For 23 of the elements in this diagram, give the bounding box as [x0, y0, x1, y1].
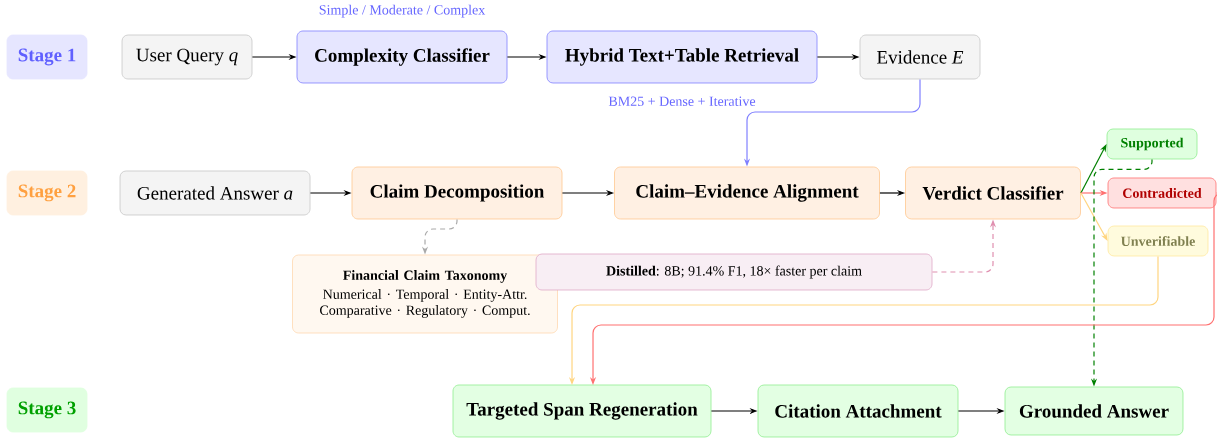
note-box: Distilled: 8B; 91.4% F1, 18× faster per claim — [535, 253, 933, 291]
input-box: User Query q — [121, 34, 253, 80]
info-box: Financial Claim Taxonomy Numerical · Temporal · Entity-Attr. Comparative · Regulatory · Comput. — [292, 254, 558, 334]
process-box: Verdict Classifier — [905, 166, 1081, 220]
process-box: Claim Decomposition — [351, 166, 563, 220]
stage-label: Stage 2 — [6, 170, 88, 216]
process-box: Hybrid Text+Table Retrieval — [546, 30, 818, 84]
stage-label: Stage 3 — [6, 387, 88, 433]
verdict-box: Unverifiable — [1107, 225, 1209, 257]
arrow — [1080, 192, 1108, 241]
stage-label: Stage 1 — [6, 34, 88, 80]
input-box: Generated Answer a — [119, 170, 311, 216]
arrow — [1080, 144, 1107, 194]
process-box: Claim–Evidence Alignment — [614, 166, 880, 220]
output-box: Evidence E — [859, 34, 981, 80]
process-box: Grounded Answer — [1004, 386, 1184, 436]
annotation-text: BM25 + Dense + Iterative — [608, 96, 756, 106]
verdict-box: Supported — [1106, 128, 1198, 160]
process-box: Targeted Span Regeneration — [452, 384, 712, 438]
process-box: Complexity Classifier — [296, 30, 508, 84]
verdict-box: Contradicted — [1107, 177, 1217, 209]
annotation-text: Simple / Moderate / Complex — [319, 4, 486, 18]
process-box: Citation Attachment — [757, 384, 959, 438]
